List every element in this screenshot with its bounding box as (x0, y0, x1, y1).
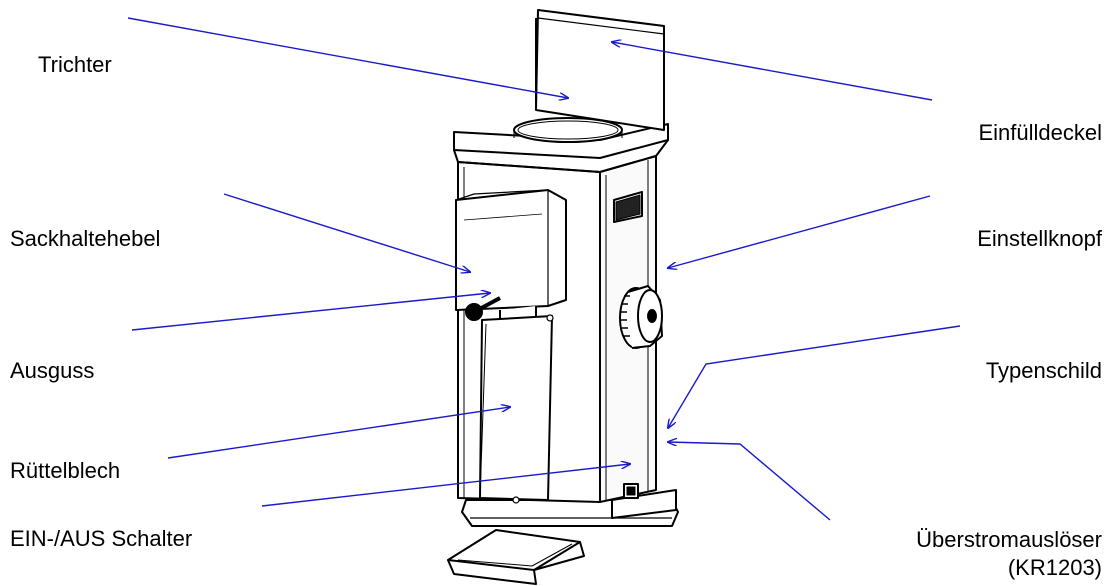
label-trichter: Trichter (38, 52, 112, 77)
hopper-top (453, 117, 669, 173)
leader-ruettelblech (167, 407, 510, 459)
filling-lid (535, 9, 665, 131)
leader-lines (127, 17, 961, 521)
label-ausguss: Ausguss (10, 358, 95, 383)
label-schalter: EIN-/AUS Schalter (10, 526, 193, 551)
leader-ueberstrom (668, 442, 831, 521)
leader-sackhaltehebel (223, 193, 470, 272)
label-einstellknopf: Einstellknopf (977, 226, 1102, 251)
label-ueberstrom-name: Überstromauslöser (916, 527, 1102, 552)
label-typenschild: Typenschild (985, 358, 1102, 383)
leader-schalter (261, 464, 630, 507)
label-einfuelldeckel: Einfülldeckel (978, 120, 1102, 145)
leader-einstellknopf (668, 195, 931, 268)
logo-plate (613, 191, 643, 223)
base-plate (461, 489, 679, 527)
leader-trichter (127, 17, 568, 98)
shaker-plate (479, 314, 554, 504)
leader-einfuelldeckel (612, 42, 933, 101)
label-ruettelblech: Rüttelblech (10, 458, 121, 483)
label-ueberstrom: Überstromauslöser (KR1203) (916, 526, 1102, 582)
adjusting-knob (619, 285, 663, 349)
leader-ausguss (131, 293, 490, 331)
grinder-illustration (447, 9, 679, 585)
collecting-tray (447, 529, 585, 585)
bag-holder-lever (465, 296, 501, 321)
leader-typenschild (668, 325, 961, 428)
label-ueberstrom-model: (KR1203) (1007, 555, 1102, 580)
on-off-switch (623, 483, 639, 499)
label-sackhaltehebel: Sackhaltehebel (10, 226, 161, 251)
